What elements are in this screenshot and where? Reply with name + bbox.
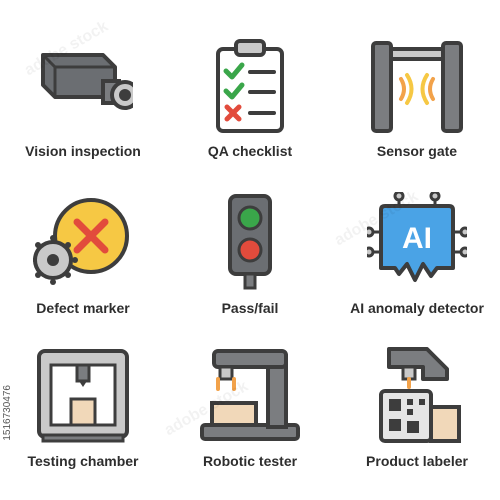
ai-chip-text: AI (402, 222, 432, 255)
sensor-gate-icon (371, 41, 463, 133)
pass-fail-tile: Pass/fail (167, 172, 333, 322)
sensor-gate-label: Sensor gate (376, 143, 458, 159)
defect-marker-icon (33, 198, 129, 285)
ai-anomaly-detector-tile: AI AI anomaly detector (334, 172, 500, 322)
labeler-icon (379, 347, 461, 443)
sensor-gate-tile: Sensor gate (334, 15, 500, 165)
robotic-tester-label: Robotic tester (202, 453, 298, 469)
qa-checklist-tile: QA checklist (167, 15, 333, 165)
camera-icon (41, 53, 133, 110)
testing-chamber-tile: Testing chamber (0, 325, 166, 475)
ai-chip-icon: AI (367, 192, 467, 282)
qa-checklist-label: QA checklist (207, 143, 293, 159)
product-labeler-tile: Product labeler (334, 325, 500, 475)
robot-arm-icon (200, 349, 300, 441)
testing-chamber-icon (37, 349, 129, 443)
defect-marker-tile: Defect marker (0, 172, 166, 322)
pass-fail-label: Pass/fail (221, 300, 279, 316)
product-labeler-label: Product labeler (366, 453, 468, 469)
stock-id: 1516730476 (2, 385, 13, 441)
vision-inspection-tile: Vision inspection (0, 15, 166, 165)
robotic-tester-tile: Robotic tester (167, 325, 333, 475)
defect-marker-label: Defect marker (36, 300, 130, 316)
vision-inspection-label: Vision inspection (25, 143, 141, 159)
testing-chamber-label: Testing chamber (27, 453, 139, 469)
ai-anomaly-detector-label: AI anomaly detector (350, 300, 484, 316)
traffic-light-icon (228, 194, 272, 290)
clipboard-checklist-icon (216, 39, 284, 133)
